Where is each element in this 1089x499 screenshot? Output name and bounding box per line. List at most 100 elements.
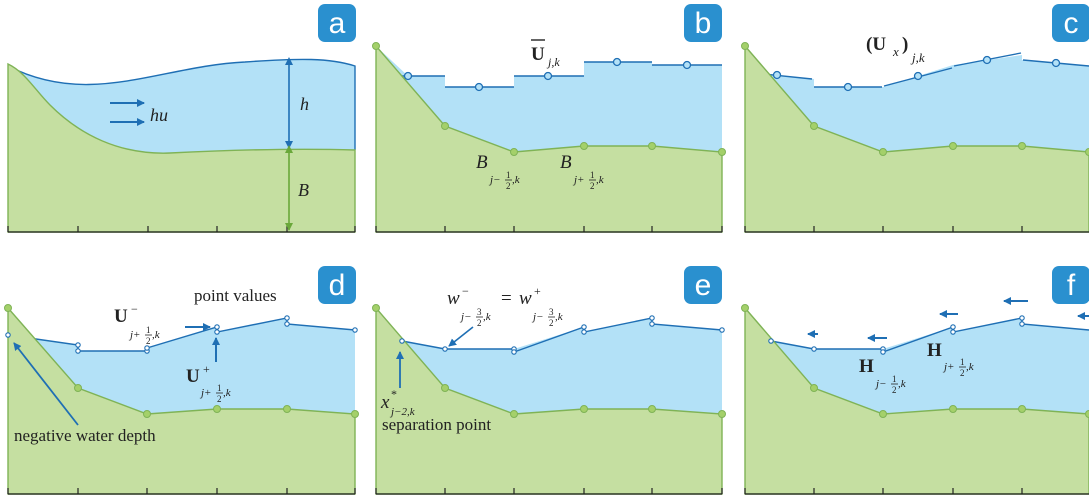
svg-text:B: B <box>560 152 572 173</box>
panel-e-point-values <box>399 315 725 355</box>
panel-a-water-surface <box>7 58 356 150</box>
panel-e-badge-letter: e <box>695 269 712 302</box>
svg-text:j+: j+ <box>942 361 954 373</box>
panel-d-water <box>8 318 355 414</box>
panel-c-badge-letter: c <box>1064 7 1079 40</box>
panel-f-flux-arrows <box>807 297 1089 342</box>
svg-text:2: 2 <box>960 368 965 378</box>
svg-text:j+: j+ <box>128 329 140 341</box>
panel-f-H-left-label: H j− 1 2 ,k <box>859 356 907 395</box>
panel-e-x-star-label: x * j−2,k <box>380 387 416 418</box>
svg-text:x: x <box>380 392 390 413</box>
panel-e-w-arrow <box>448 326 474 347</box>
panel-e: w − j− 3 2 ,k = w + j− 3 2 ,k x * j−2,k … <box>372 266 726 495</box>
panel-a-badge <box>318 4 356 42</box>
svg-text:3: 3 <box>549 307 554 317</box>
panel-d-bottom-points <box>4 304 359 418</box>
svg-text:w: w <box>519 288 532 309</box>
panel-d-negative-depth-label: negative water depth <box>14 426 156 445</box>
svg-text:−: − <box>462 284 469 298</box>
panel-e-separation-label: separation point <box>382 415 491 434</box>
svg-text:,k: ,k <box>223 387 232 399</box>
svg-text:(U: (U <box>866 34 886 55</box>
panel-a-ground <box>7 62 356 233</box>
svg-text:B: B <box>476 152 488 173</box>
svg-text:,k: ,k <box>152 329 161 341</box>
panel-a: hu h B a <box>7 4 356 233</box>
svg-text:1: 1 <box>960 357 965 367</box>
panel-d-u-minus-label: U − j+ 1 2 ,k <box>114 302 161 346</box>
panel-f-point-values <box>768 315 1025 355</box>
svg-text:+: + <box>203 362 210 376</box>
svg-text:j,k: j,k <box>546 55 560 69</box>
panel-c-ticks <box>744 226 1023 232</box>
panel-d-badge-letter: d <box>329 269 346 302</box>
svg-text:,k: ,k <box>596 174 605 186</box>
svg-text:j−2,k: j−2,k <box>389 406 416 418</box>
panel-d-badge <box>318 266 356 304</box>
panel-a-water <box>8 59 355 154</box>
panel-f-H-right-label: H j+ 1 2 ,k <box>927 340 975 378</box>
svg-text:x: x <box>892 44 899 59</box>
panel-b-average-points <box>403 57 692 92</box>
panel-b-bottom-points <box>372 42 726 156</box>
panel-e-w-equality-label: w − j− 3 2 ,k = w + j− 3 2 ,k <box>447 284 564 328</box>
panel-f-badge <box>1052 266 1089 304</box>
svg-text:U: U <box>531 44 545 65</box>
panel-d-point-values <box>5 315 358 354</box>
svg-text:2: 2 <box>506 181 511 191</box>
svg-text:j−: j− <box>531 311 543 323</box>
panel-b-water <box>376 46 722 152</box>
panel-e-water <box>402 318 722 414</box>
panel-e-bottom-points <box>372 304 726 418</box>
panel-a-bottom-label: B <box>298 180 309 200</box>
svg-text:U: U <box>114 306 128 327</box>
panel-c: (U x ) j,k c <box>741 4 1089 233</box>
svg-text:H: H <box>927 340 942 361</box>
panel-b: U j,k B j− 1 2 ,k B j+ 1 2 ,k b <box>372 4 726 233</box>
svg-text:1: 1 <box>506 170 511 180</box>
panel-d-u-plus-label: U + j+ 1 2 ,k <box>186 362 232 404</box>
panel-b-badge-letter: b <box>695 7 712 40</box>
svg-text:j+: j+ <box>199 387 211 399</box>
svg-text:H: H <box>859 356 874 377</box>
panel-f-water <box>771 318 1089 414</box>
panel-d-reconstruction <box>7 317 356 352</box>
panel-c-bottom-points <box>741 42 1089 156</box>
svg-text:,k: ,k <box>898 378 907 390</box>
panel-c-badge <box>1052 4 1089 42</box>
panel-e-ticks <box>375 488 723 494</box>
svg-text:w: w <box>447 288 460 309</box>
panel-d-point-values-label: point values <box>194 286 277 305</box>
panel-d-negative-depth-arrow <box>13 342 79 426</box>
svg-text:2: 2 <box>590 181 595 191</box>
svg-text:j,k: j,k <box>910 50 925 65</box>
svg-text:2: 2 <box>477 318 482 328</box>
panel-f: H j− 1 2 ,k H j+ 1 2 ,k f <box>741 266 1089 495</box>
svg-text:,k: ,k <box>483 311 492 323</box>
svg-text:1: 1 <box>892 374 897 384</box>
panel-c-average-points <box>772 55 1061 92</box>
panel-b-B-left-label: B j− 1 2 ,k <box>476 152 521 191</box>
panel-c-slope-label: (U x ) j,k <box>866 34 925 65</box>
panel-a-depth-label: h <box>300 94 309 114</box>
svg-text:,k: ,k <box>555 311 564 323</box>
svg-text:j+: j+ <box>572 174 584 186</box>
panel-e-badge <box>684 266 722 304</box>
svg-text:=: = <box>501 288 512 309</box>
panel-d-ticks <box>7 488 356 494</box>
svg-text:1: 1 <box>590 170 595 180</box>
panel-b-ubar-label: U j,k <box>531 39 560 69</box>
panel-a-flux-label: hu <box>150 105 168 125</box>
panel-f-ticks <box>744 488 1023 494</box>
svg-text:j−: j− <box>874 378 886 390</box>
svg-text:+: + <box>534 284 541 298</box>
panel-a-badge-letter: a <box>329 7 346 40</box>
panel-c-water <box>745 46 1089 152</box>
svg-text:1: 1 <box>217 383 222 393</box>
svg-text:2: 2 <box>146 336 151 346</box>
panel-b-ticks <box>375 226 723 232</box>
svg-text:2: 2 <box>892 385 897 395</box>
panel-d: point values U − j+ 1 2 ,k U + j+ 1 2 ,k… <box>4 266 359 495</box>
